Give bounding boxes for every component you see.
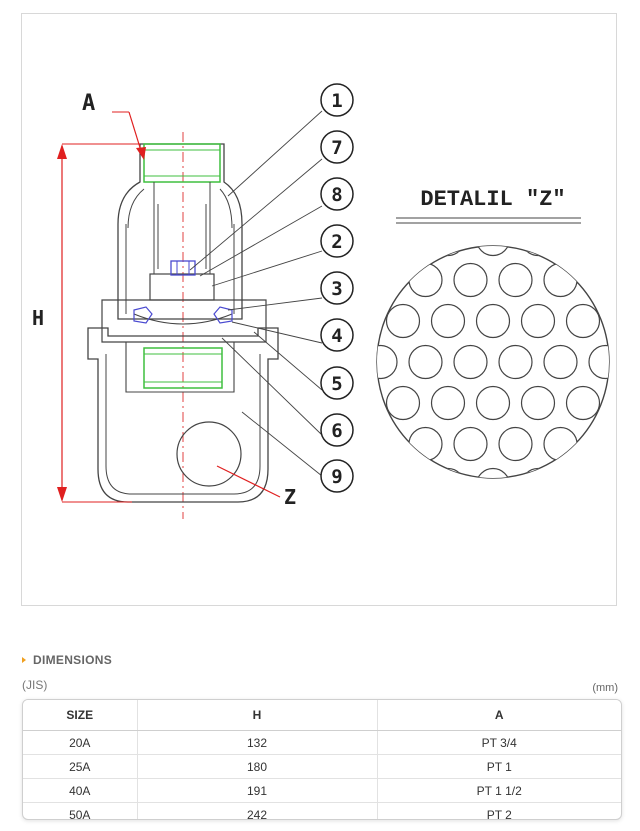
- callout-9-label: 9: [331, 466, 342, 488]
- screen-basket: [87, 327, 279, 503]
- seat-curve: [133, 313, 233, 325]
- perforation-hole: [377, 344, 398, 380]
- h-arrow-bottom: [57, 487, 67, 502]
- cell-h: 191: [136, 778, 377, 803]
- perforation-hole: [543, 344, 578, 380]
- h-arrow-top: [57, 144, 67, 159]
- dimensions-section-title: DIMENSIONS: [22, 653, 112, 667]
- callout-4: 4: [320, 318, 354, 352]
- column-header-h: H: [136, 700, 377, 731]
- dimensions-table-container: SIZE H A 20A 132 PT 3/4 25A 180 PT 1 40A…: [22, 699, 622, 820]
- callout-2: 2: [320, 224, 354, 258]
- cell-size: 40A: [23, 778, 137, 803]
- z-label: Z: [284, 485, 296, 509]
- perforation-hole: [475, 303, 511, 339]
- perforation-hole: [475, 385, 511, 421]
- table-row: 50A 242 PT 2: [23, 802, 621, 819]
- perforation-hole: [588, 344, 609, 380]
- perforation-hole: [543, 426, 578, 462]
- upper-body-outline: [117, 143, 243, 320]
- callout-4-label: 4: [331, 325, 342, 347]
- drawing-frame: H A Z 1 7 8: [21, 13, 617, 606]
- perforation-hole: [475, 246, 511, 257]
- column-header-a: A: [376, 700, 621, 731]
- perforation-hole: [385, 303, 421, 339]
- a-label: A: [82, 91, 95, 116]
- cell-a: PT 2: [376, 802, 621, 819]
- callout-7-label: 7: [331, 137, 342, 159]
- callout-6: 6: [320, 413, 354, 447]
- seal-right: [213, 306, 233, 324]
- callout-3-label: 3: [331, 278, 342, 300]
- cell-h: 180: [136, 754, 377, 779]
- perforation-hole: [520, 385, 556, 421]
- callout-1: 1: [320, 83, 354, 117]
- h-label: H: [32, 306, 44, 330]
- top-thread: [143, 143, 221, 183]
- perforation-hole: [498, 344, 533, 380]
- perforation-hole: [453, 344, 488, 380]
- cell-a: PT 1 1/2: [376, 778, 621, 803]
- standard-note: (JIS): [22, 678, 48, 692]
- perforation-hole: [498, 262, 533, 298]
- perforation-hole: [475, 467, 511, 478]
- detail-z-circle: [176, 421, 242, 487]
- callout-8: 8: [320, 177, 354, 211]
- callout-1-label: 1: [331, 90, 342, 112]
- callout-6-label: 6: [331, 420, 342, 442]
- table-row: 40A 191 PT 1 1/2: [23, 778, 621, 803]
- table-header-row: SIZE H A: [23, 700, 621, 731]
- bottom-thread: [143, 347, 223, 389]
- bolt-head: [170, 260, 196, 276]
- seal-left: [133, 306, 153, 324]
- dimensions-table: SIZE H A 20A 132 PT 3/4 25A 180 PT 1 40A…: [23, 700, 621, 819]
- column-header-size: SIZE: [23, 700, 137, 731]
- perforation-hole: [543, 262, 578, 298]
- table-row: 25A 180 PT 1: [23, 754, 621, 779]
- unit-note: (mm): [592, 682, 618, 694]
- perforation-hole: [408, 262, 443, 298]
- inner-bore: [153, 182, 211, 274]
- cell-a: PT 1: [376, 754, 621, 779]
- perforation-hole: [430, 385, 466, 421]
- dimensions-title-text: DIMENSIONS: [33, 653, 113, 667]
- callout-8-label: 8: [331, 184, 342, 206]
- callout-7: 7: [320, 130, 354, 164]
- disc: [149, 273, 215, 301]
- cell-size: 20A: [23, 730, 137, 755]
- screen-basket-inner: [105, 354, 261, 495]
- cell-h: 242: [136, 802, 377, 819]
- perforation-hole: [385, 385, 421, 421]
- upper-body-inner: [125, 224, 235, 314]
- cell-h: 132: [136, 730, 377, 755]
- cell-a: PT 3/4: [376, 730, 621, 755]
- perforation-hole: [408, 426, 443, 462]
- upper-neck-curve: [127, 188, 233, 229]
- perforation-hole: [565, 385, 601, 421]
- callout-5-label: 5: [331, 373, 342, 395]
- perforation-hole: [430, 303, 466, 339]
- strainer-drawing: H A Z 1 7 8: [32, 83, 610, 519]
- a-leader-line: [128, 111, 143, 155]
- z-leader-line: [216, 465, 281, 498]
- perforation-hole: [453, 426, 488, 462]
- callout-9: 9: [320, 459, 354, 493]
- perforation-hole: [408, 344, 443, 380]
- cell-size: 25A: [23, 754, 137, 779]
- callout-leaders: [189, 110, 323, 477]
- table-row: 20A 132 PT 3/4: [23, 730, 621, 755]
- perforation-hole: [520, 303, 556, 339]
- a-arrow: [136, 147, 146, 160]
- perforated-screen-detail: [376, 245, 610, 479]
- detail-z-title: DETALIL "Z": [420, 187, 565, 212]
- perforation-hole: [453, 262, 488, 298]
- lower-body: [125, 342, 235, 393]
- cell-size: 50A: [23, 802, 137, 819]
- triangle-bullet-icon: [22, 657, 26, 663]
- callout-5: 5: [320, 366, 354, 400]
- callout-2-label: 2: [331, 231, 342, 253]
- perforation-hole: [565, 303, 601, 339]
- callout-3: 3: [320, 271, 354, 305]
- perforation-hole: [498, 426, 533, 462]
